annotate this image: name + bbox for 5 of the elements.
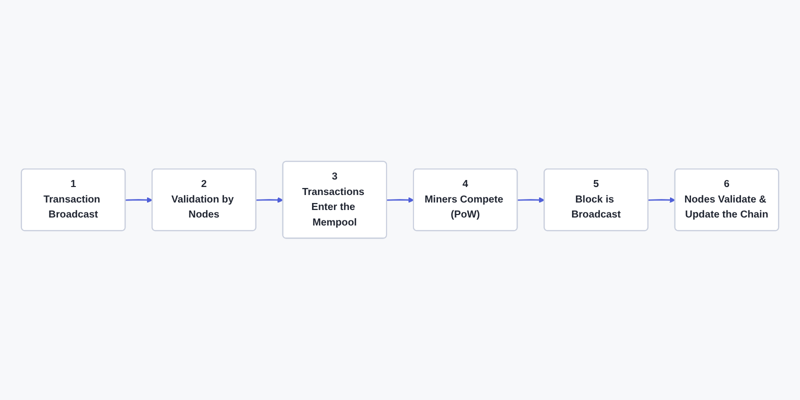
arrow <box>125 197 153 204</box>
arrow <box>648 197 676 204</box>
arrow <box>256 197 284 204</box>
arrow <box>386 197 414 204</box>
arrow <box>518 197 545 204</box>
